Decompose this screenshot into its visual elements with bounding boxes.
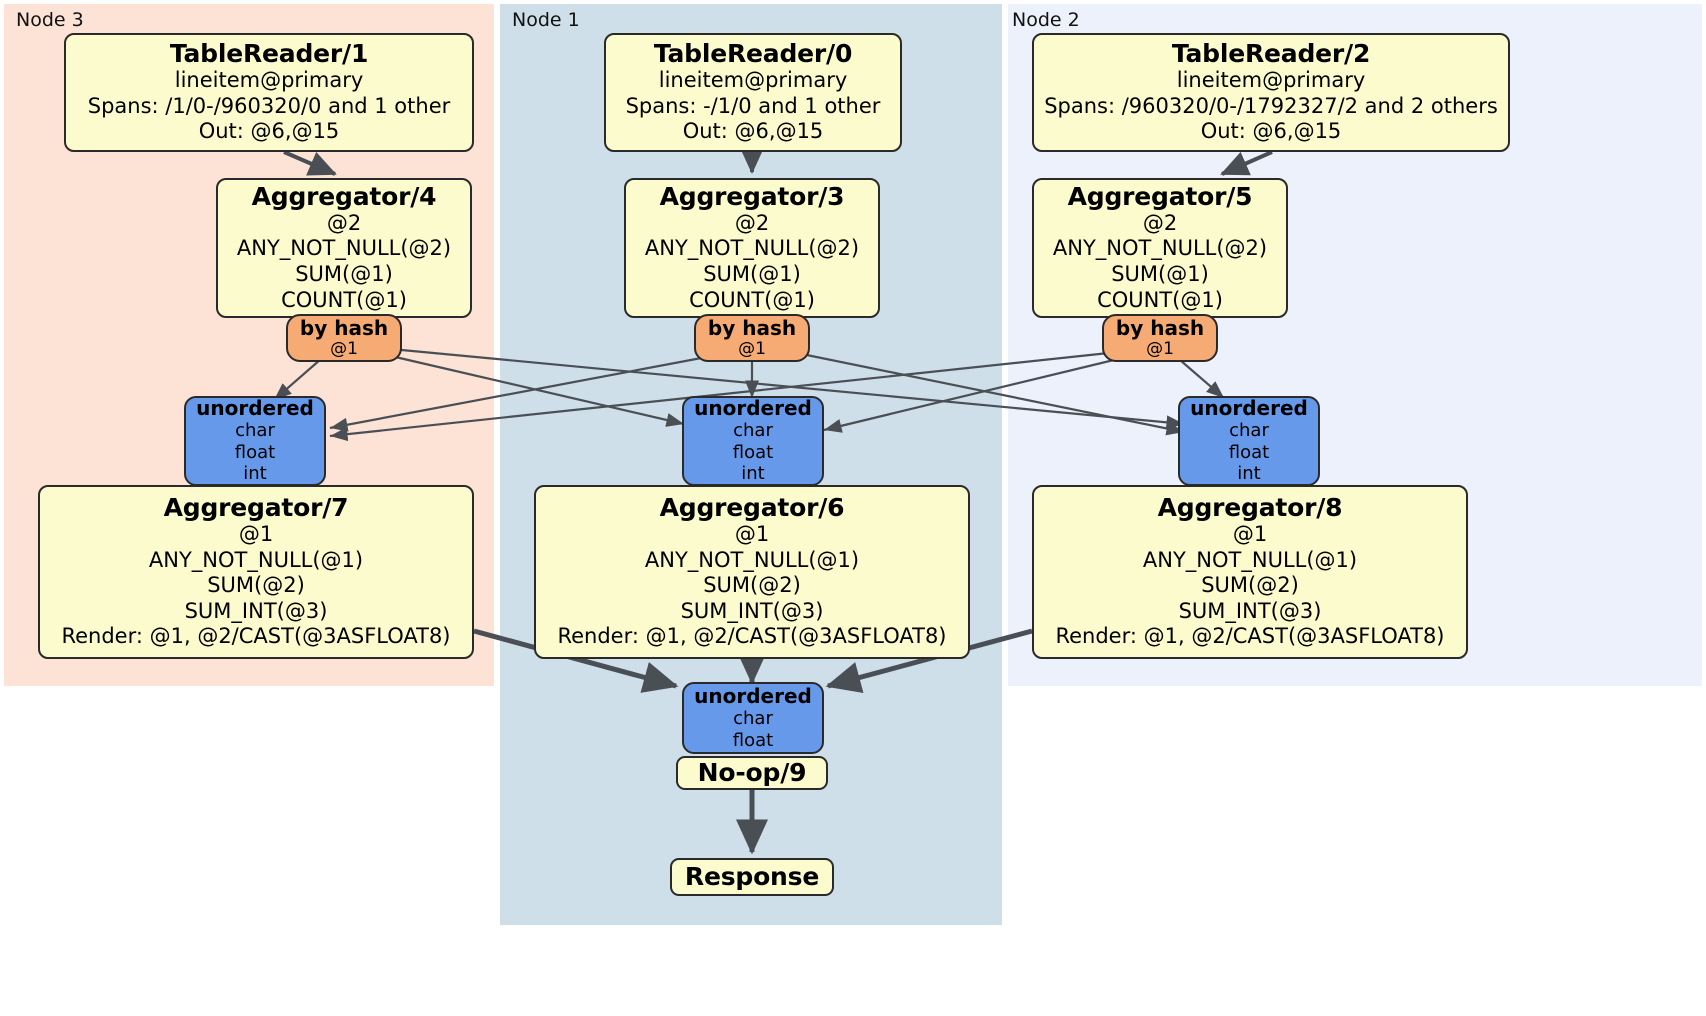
- box-detail-line: @2: [734, 210, 770, 235]
- box-detail-line: Render: @1, @2/CAST(@3ASFLOAT8): [61, 624, 451, 649]
- box-detail-line: ANY_NOT_NULL(@2): [644, 236, 860, 261]
- router-unordered-node3[interactable]: unordered char float int: [184, 396, 326, 486]
- router-detail-line: float: [234, 441, 276, 463]
- box-detail-line: COUNT(@1): [281, 287, 407, 312]
- box-detail-line: SUM(@2): [703, 573, 801, 598]
- box-title: TableReader/2: [1171, 39, 1371, 69]
- box-detail-line: ANY_NOT_NULL(@2): [1052, 236, 1268, 261]
- router-detail-line: @1: [1146, 338, 1174, 359]
- box-title: Aggregator/5: [1067, 181, 1253, 211]
- box-detail-line: SUM(@1): [295, 262, 393, 286]
- box-detail-line: Spans: -/1/0 and 1 other: [625, 93, 881, 118]
- box-detail-line: Spans: /1/0-/960320/0 and 1 other: [87, 93, 451, 118]
- box-aggregator-8[interactable]: Aggregator/8 @1 ANY_NOT_NULL(@1) SUM(@2)…: [1032, 485, 1468, 659]
- box-title: Aggregator/4: [251, 181, 437, 211]
- router-detail-line: int: [243, 463, 267, 485]
- box-aggregator-3[interactable]: Aggregator/3 @2 ANY_NOT_NULL(@2) SUM(@1)…: [624, 178, 880, 318]
- box-detail-line: @1: [1232, 521, 1268, 546]
- router-detail-line: char: [235, 419, 275, 441]
- box-title: Aggregator/7: [163, 492, 349, 522]
- router-detail-line: float: [1228, 441, 1270, 463]
- box-tablereader-0[interactable]: TableReader/0 lineitem@primary Spans: -/…: [604, 33, 902, 152]
- router-detail-line: char: [733, 419, 773, 441]
- box-title: TableReader/0: [653, 39, 853, 69]
- box-title: Aggregator/6: [659, 492, 845, 522]
- box-detail-line: ANY_NOT_NULL(@1): [148, 547, 364, 572]
- router-detail-line: char: [1229, 419, 1269, 441]
- router-detail-line: int: [741, 463, 765, 485]
- box-detail-line: COUNT(@1): [689, 287, 815, 312]
- box-detail-line: Spans: /960320/0-/1792327/2 and 2 others: [1044, 93, 1498, 118]
- box-detail-line: @2: [1142, 210, 1178, 235]
- box-title: Response: [684, 862, 820, 892]
- box-tablereader-2[interactable]: TableReader/2 lineitem@primary Spans: /9…: [1032, 33, 1510, 152]
- box-detail-line: Render: @1, @2/CAST(@3ASFLOAT8): [1055, 624, 1445, 649]
- box-detail-line: SUM_INT(@3): [184, 598, 328, 623]
- router-detail-line: float: [732, 441, 774, 463]
- box-aggregator-4[interactable]: Aggregator/4 @2 ANY_NOT_NULL(@2) SUM(@1)…: [216, 178, 472, 318]
- router-detail-line: int: [1237, 463, 1261, 485]
- box-detail-line: @1: [734, 521, 770, 546]
- box-tablereader-1[interactable]: TableReader/1 lineitem@primary Spans: /1…: [64, 33, 474, 152]
- router-title: unordered: [694, 683, 812, 708]
- box-aggregator-7[interactable]: Aggregator/7 @1 ANY_NOT_NULL(@1) SUM(@2)…: [38, 485, 474, 659]
- box-detail-line: SUM_INT(@3): [680, 598, 824, 623]
- box-title: TableReader/1: [169, 39, 369, 69]
- router-title: unordered: [196, 395, 314, 420]
- box-detail-line: SUM(@1): [703, 262, 801, 286]
- router-title: by hash: [707, 315, 797, 340]
- router-title: unordered: [694, 395, 812, 420]
- box-detail-line: ANY_NOT_NULL(@1): [644, 547, 860, 572]
- router-unordered-node1[interactable]: unordered char float int: [682, 396, 824, 486]
- router-detail-line: @1: [738, 338, 766, 359]
- router-by-hash-node1[interactable]: by hash @1: [694, 314, 810, 362]
- box-response[interactable]: Response: [670, 858, 834, 896]
- router-detail-line: @1: [330, 338, 358, 359]
- router-title: by hash: [299, 315, 389, 340]
- box-detail-line: SUM_INT(@3): [1178, 598, 1322, 623]
- node-panel-label-node2: Node 2: [1012, 9, 1080, 31]
- router-detail-line: char: [733, 707, 773, 729]
- router-by-hash-node2[interactable]: by hash @1: [1102, 314, 1218, 362]
- box-detail-line: lineitem@primary: [174, 68, 364, 93]
- box-detail-line: SUM(@1): [1111, 262, 1209, 286]
- box-aggregator-5[interactable]: Aggregator/5 @2 ANY_NOT_NULL(@2) SUM(@1)…: [1032, 178, 1288, 318]
- node-panel-label-node1: Node 1: [512, 9, 580, 31]
- box-detail-line: Out: @6,@15: [682, 119, 824, 144]
- box-title: No-op/9: [697, 758, 807, 788]
- box-detail-line: Render: @1, @2/CAST(@3ASFLOAT8): [557, 624, 947, 649]
- router-title: unordered: [1190, 395, 1308, 420]
- box-detail-line: ANY_NOT_NULL(@2): [236, 236, 452, 261]
- box-detail-line: Out: @6,@15: [198, 119, 340, 144]
- router-unordered-final[interactable]: unordered char float: [682, 682, 824, 754]
- box-detail-line: SUM(@2): [1201, 573, 1299, 598]
- box-detail-line: @2: [326, 210, 362, 235]
- box-detail-line: @1: [238, 521, 274, 546]
- router-by-hash-node3[interactable]: by hash @1: [286, 314, 402, 362]
- box-detail-line: ANY_NOT_NULL(@1): [1142, 547, 1358, 572]
- router-unordered-node2[interactable]: unordered char float int: [1178, 396, 1320, 486]
- box-detail-line: Out: @6,@15: [1200, 119, 1342, 144]
- router-title: by hash: [1115, 315, 1205, 340]
- router-detail-line: float: [732, 729, 774, 751]
- box-detail-line: lineitem@primary: [1176, 68, 1366, 93]
- box-no-op-9[interactable]: No-op/9: [676, 756, 828, 790]
- box-title: Aggregator/3: [659, 181, 845, 211]
- box-detail-line: lineitem@primary: [658, 68, 848, 93]
- box-aggregator-6[interactable]: Aggregator/6 @1 ANY_NOT_NULL(@1) SUM(@2)…: [534, 485, 970, 659]
- box-title: Aggregator/8: [1157, 492, 1343, 522]
- node-panel-label-node3: Node 3: [16, 9, 84, 31]
- box-detail-line: SUM(@2): [207, 573, 305, 598]
- box-detail-line: COUNT(@1): [1097, 287, 1223, 312]
